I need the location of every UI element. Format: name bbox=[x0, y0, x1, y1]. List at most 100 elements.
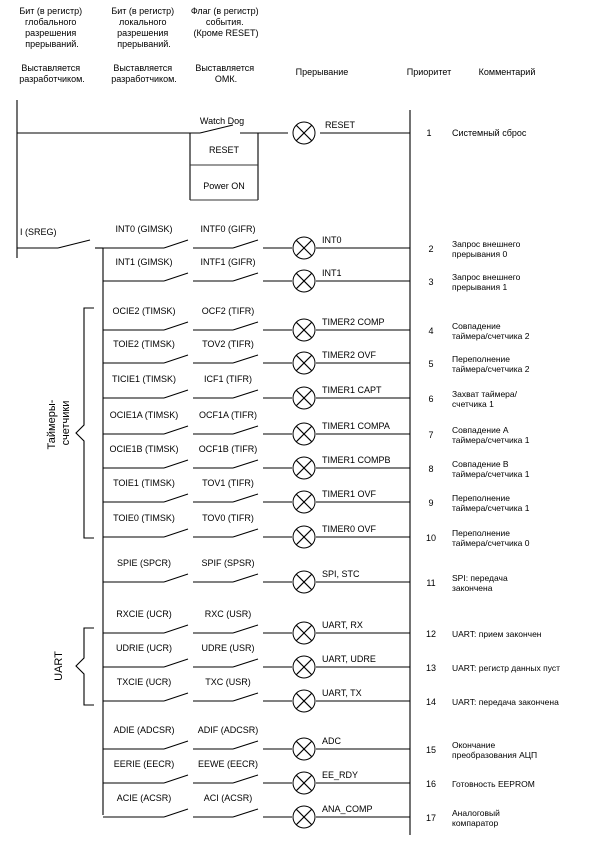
comment-text: Готовность EEPROM bbox=[452, 779, 535, 789]
header-set-by-developer-1: Выставляется разработчиком. bbox=[19, 63, 85, 84]
flag-bit-label: RXC (USR) bbox=[205, 609, 252, 619]
reset-source-label: RESET bbox=[209, 145, 240, 155]
interrupt-name: TIMER1 OVF bbox=[322, 489, 377, 499]
circle-cross bbox=[295, 459, 313, 477]
interrupt-name: INT0 bbox=[322, 235, 342, 245]
interrupt-name: UART, UDRE bbox=[322, 654, 376, 664]
flag-bit-label: UDRE (USR) bbox=[202, 643, 255, 653]
priority-number: 5 bbox=[428, 359, 433, 369]
enable-bit-label: EERIE (EECR) bbox=[114, 759, 175, 769]
flag-switch bbox=[232, 528, 259, 538]
priority-number: 3 bbox=[428, 277, 433, 287]
priority-number: 17 bbox=[426, 813, 436, 823]
flag-bit-label: TOV0 (TIFR) bbox=[202, 513, 254, 523]
timers-group-label: Таймеры- счетчики bbox=[46, 397, 72, 450]
timers-bracket bbox=[75, 307, 94, 539]
enable-switch bbox=[163, 354, 189, 364]
priority-number: 11 bbox=[426, 578, 435, 588]
enable-switch bbox=[163, 272, 189, 282]
enable-bit-label: ACIE (ACSR) bbox=[117, 793, 172, 803]
enable-switch bbox=[163, 658, 189, 668]
flag-bit-label: EEWE (EECR) bbox=[198, 759, 258, 769]
circle-cross bbox=[295, 321, 313, 339]
enable-bit-label: OCIE1A (TIMSK) bbox=[110, 410, 179, 420]
enable-bit-label: OCIE2 (TIMSK) bbox=[112, 306, 175, 316]
circle-cross bbox=[295, 354, 313, 372]
uart-bracket bbox=[75, 627, 94, 706]
flag-switch bbox=[232, 808, 259, 818]
group-brackets: Таймеры- счетчики UART bbox=[46, 307, 94, 706]
header-event-flag: Флаг (в регистр) события. (Кроме RESET) bbox=[191, 6, 261, 38]
interrupt-name: TIMER1 COMPB bbox=[322, 455, 391, 465]
enable-switch bbox=[163, 493, 189, 503]
flag-switch bbox=[232, 573, 259, 583]
circle-cross bbox=[295, 493, 313, 511]
priority-number: 2 bbox=[428, 244, 433, 254]
interrupt-name: TIMER0 OVF bbox=[322, 524, 377, 534]
enable-bit-label: OCIE1B (TIMSK) bbox=[109, 444, 178, 454]
enable-bit-label: ADIE (ADCSR) bbox=[113, 725, 174, 735]
header-global-bit: Бит (в регистр) глобального разрешения п… bbox=[19, 6, 84, 49]
circle-cross bbox=[295, 692, 313, 710]
flag-switch bbox=[232, 740, 259, 750]
enable-switch bbox=[163, 808, 189, 818]
interrupt-name: TIMER2 OVF bbox=[322, 350, 377, 360]
interrupt-name: ADC bbox=[322, 736, 342, 746]
enable-switch bbox=[163, 573, 189, 583]
global-switch bbox=[57, 239, 91, 249]
enable-bit-label: INT0 (GIMSK) bbox=[115, 224, 172, 234]
global-bit-label: I (SREG) bbox=[20, 227, 57, 237]
flag-switch bbox=[232, 272, 259, 282]
flag-switch bbox=[232, 354, 259, 364]
reset-comment: Системный сброс bbox=[452, 128, 527, 138]
priority-number: 10 bbox=[426, 533, 436, 543]
circle-cross bbox=[295, 624, 313, 642]
power-on-label: Power ON bbox=[203, 181, 245, 191]
circle-cross bbox=[295, 528, 313, 546]
enable-switch bbox=[163, 528, 189, 538]
enable-bit-label: TOIE1 (TIMSK) bbox=[113, 478, 175, 488]
enable-bit-label: SPIE (SPCR) bbox=[117, 558, 171, 568]
flag-switch bbox=[232, 493, 259, 503]
enable-bit-label: TICIE1 (TIMSK) bbox=[112, 374, 176, 384]
enable-switch bbox=[163, 692, 189, 702]
enable-switch bbox=[163, 389, 189, 399]
interrupt-name: ANA_COMP bbox=[322, 804, 373, 814]
flag-switch bbox=[232, 459, 259, 469]
comment-text: UART: регистр данных пуст bbox=[452, 663, 560, 673]
priority-number: 4 bbox=[428, 326, 433, 336]
flag-switch bbox=[232, 389, 259, 399]
circle-cross bbox=[295, 808, 313, 826]
watchdog-label: Watch Dog bbox=[200, 116, 244, 126]
enable-bit-label: TOIE0 (TIMSK) bbox=[113, 513, 175, 523]
circle-cross bbox=[295, 425, 313, 443]
circle-cross bbox=[295, 272, 313, 290]
header-set-by-developer-2: Выставляется разработчиком. bbox=[111, 63, 177, 84]
flag-bit-label: OCF2 (TIFR) bbox=[202, 306, 255, 316]
watchdog-switch bbox=[199, 124, 234, 134]
flag-bit-label: ACI (ACSR) bbox=[204, 793, 253, 803]
priority-number: 7 bbox=[428, 430, 433, 440]
flag-bit-label: OCF1B (TIFR) bbox=[199, 444, 258, 454]
comment-text: UART: передача закончена bbox=[452, 697, 559, 707]
